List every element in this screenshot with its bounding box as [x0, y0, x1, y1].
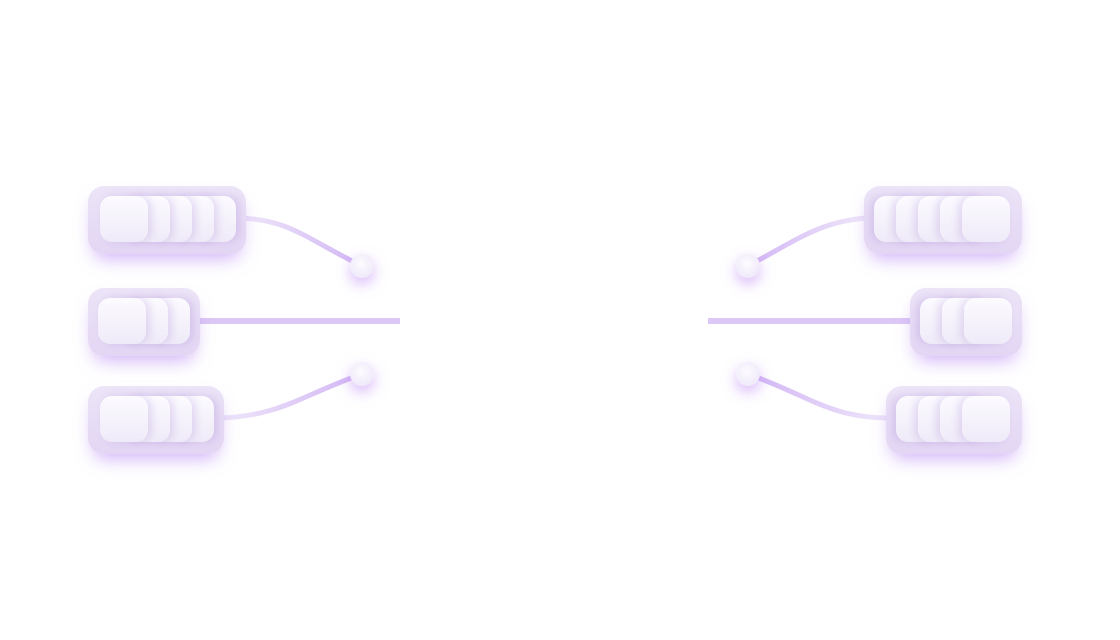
- chip: [962, 396, 1010, 442]
- right-bottom-chip-group: [886, 386, 1022, 454]
- node-left-top: [350, 254, 374, 278]
- connector-right-bottom: [745, 371, 893, 421]
- chip: [962, 196, 1010, 242]
- chip: [100, 396, 148, 442]
- left-bottom-chip-group: [88, 386, 224, 454]
- chip: [98, 298, 146, 344]
- left-middle-chip-group: [88, 288, 200, 356]
- chip: [964, 298, 1012, 344]
- connector-right-top: [745, 215, 869, 269]
- connector-left-top: [237, 215, 365, 269]
- node-left-bottom: [350, 362, 374, 386]
- right-middle-chip-group: [910, 288, 1022, 356]
- node-right-bottom: [736, 362, 760, 386]
- connector-left-bottom: [217, 371, 365, 421]
- node-right-top: [736, 254, 760, 278]
- left-top-chip-group: [88, 186, 246, 254]
- right-top-chip-group: [864, 186, 1022, 254]
- chip: [100, 196, 148, 242]
